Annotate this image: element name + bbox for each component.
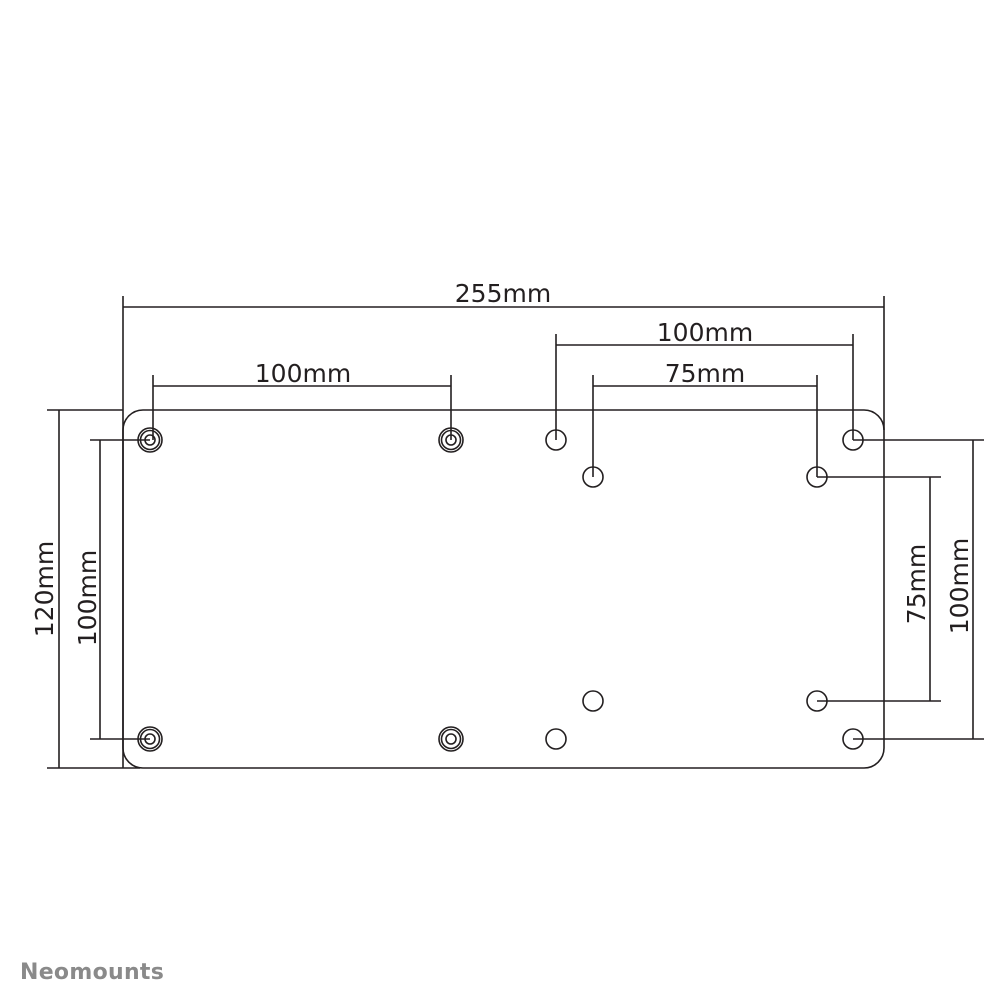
label-120mm: 120mm [30,541,59,637]
label-100mm-right: 100mm [657,318,753,347]
dimension-overall-height: 120mm [30,409,140,769]
threaded-hole [438,726,464,752]
dimension-right-inner-spacing-v: 75mm [817,476,941,702]
label-100mm-right-v: 100mm [945,538,974,634]
threaded-hole-ring [440,728,462,750]
threaded-hole-inner [144,434,156,446]
vesa-hole [806,466,828,488]
brand-logo: Neomounts [20,960,165,985]
dimension-overall-width: 255mm [122,279,885,768]
vesa-hole [806,690,828,712]
threaded-hole [137,427,163,453]
threaded-hole-ring [440,429,462,451]
vesa-hole [842,429,864,451]
label-100mm-left-v: 100mm [73,550,102,646]
threaded-hole-inner [445,733,457,745]
vesa-hole [582,690,604,712]
dimension-left-hole-spacing-h: 100mm [152,359,452,440]
threaded-hole-inner [144,733,156,745]
dimension-right-outer-spacing-v: 100mm [853,439,984,740]
threaded-hole [137,726,163,752]
vesa-hole [842,728,864,750]
mounting-holes [137,427,864,752]
vesa-hole [545,728,567,750]
dimension-left-hole-spacing-v: 100mm [73,439,150,740]
vesa-hole [545,429,567,451]
label-255mm: 255mm [455,279,551,308]
dimension-right-outer-spacing-h: 100mm [555,318,854,440]
mounting-plate [122,409,885,769]
threaded-hole-ring [139,728,161,750]
threaded-hole [438,427,464,453]
vesa-hole [582,466,604,488]
label-75mm-top: 75mm [665,359,746,388]
label-100mm-left: 100mm [255,359,351,388]
threaded-hole-inner [445,434,457,446]
dimension-right-inner-spacing-h: 75mm [592,359,818,477]
threaded-hole-ring [139,429,161,451]
label-75mm-right-v: 75mm [902,544,931,625]
